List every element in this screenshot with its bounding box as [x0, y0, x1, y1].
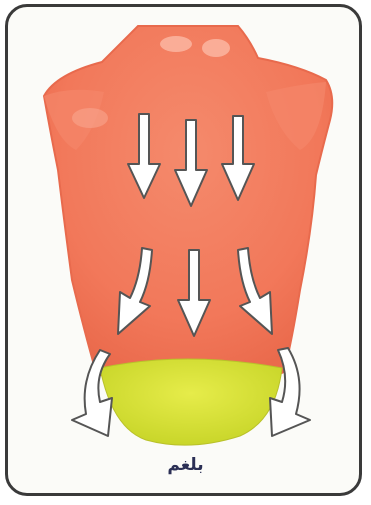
highlight — [160, 36, 192, 52]
tongue-shape — [44, 26, 332, 388]
highlight — [202, 39, 230, 57]
upper-arrow-row — [128, 114, 254, 206]
highlight — [72, 108, 108, 128]
yellow-zone — [100, 359, 282, 445]
figure-caption: بلغم — [0, 455, 371, 475]
